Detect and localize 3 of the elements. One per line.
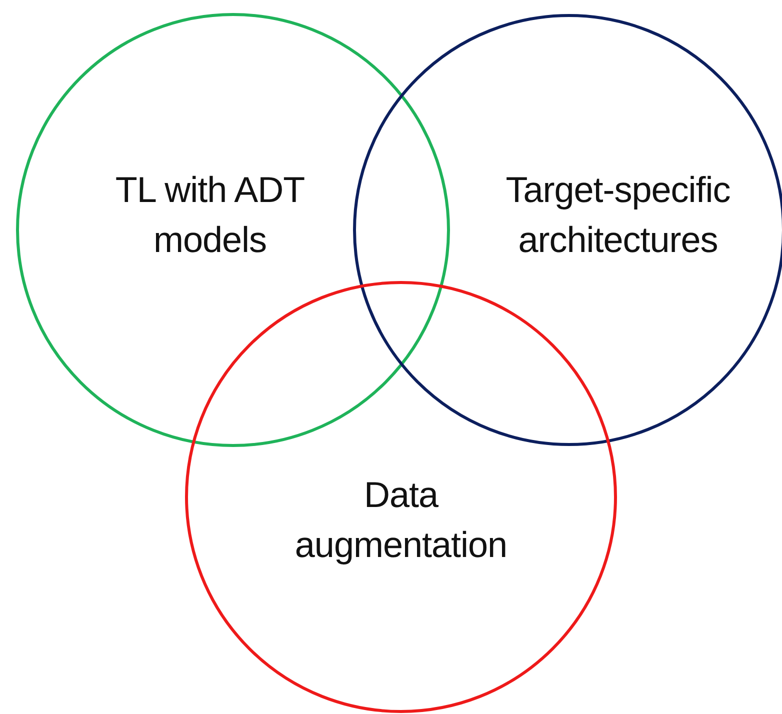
set-label: Data augmentation <box>294 473 508 567</box>
set-label: Target-specific architectures <box>504 168 732 262</box>
set-label: TL with ADT models <box>114 168 306 262</box>
